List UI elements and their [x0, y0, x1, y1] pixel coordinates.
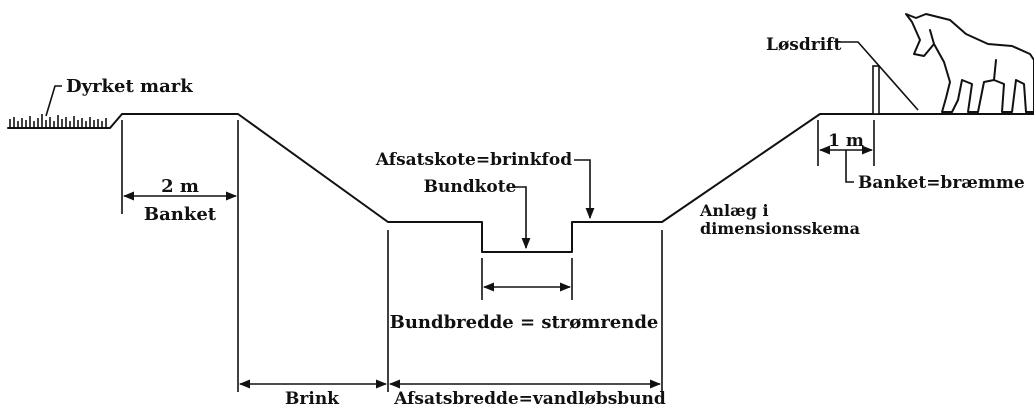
channel-profile-line [7, 113, 1034, 253]
one-m-label: 1 m [828, 131, 864, 151]
afsatsbredde-label: Afsatsbredde=vandløbsbund [393, 389, 666, 409]
brink-label: Brink [285, 389, 340, 409]
two-m-label: 2 m [161, 176, 199, 197]
grass-icon [9, 114, 107, 128]
anlaeg-label-line2: dimensionsskema [700, 219, 860, 238]
losdrift-label: Løsdrift [766, 35, 841, 55]
losdrift-leader [836, 41, 919, 111]
horse-icon [905, 13, 1034, 113]
banket-braemme-label: Banket=bræmme [858, 173, 1025, 193]
dyrket-mark-leader [45, 85, 62, 117]
bundbredde-label: Bundbredde = strømrende [390, 312, 659, 333]
banket-braemme-leader [845, 150, 854, 183]
fence-post-icon [872, 65, 880, 115]
dyrket-mark-label: Dyrket mark [66, 76, 193, 97]
bundkote-label: Bundkote [424, 177, 517, 197]
banket-label: Banket [144, 204, 217, 225]
afsatskote-leader [574, 159, 595, 220]
bundkote-leader [514, 186, 531, 250]
anlaeg-label-line1: Anlæg i [699, 201, 769, 220]
afsatskote-label: Afsatskote=brinkfod [375, 150, 572, 170]
